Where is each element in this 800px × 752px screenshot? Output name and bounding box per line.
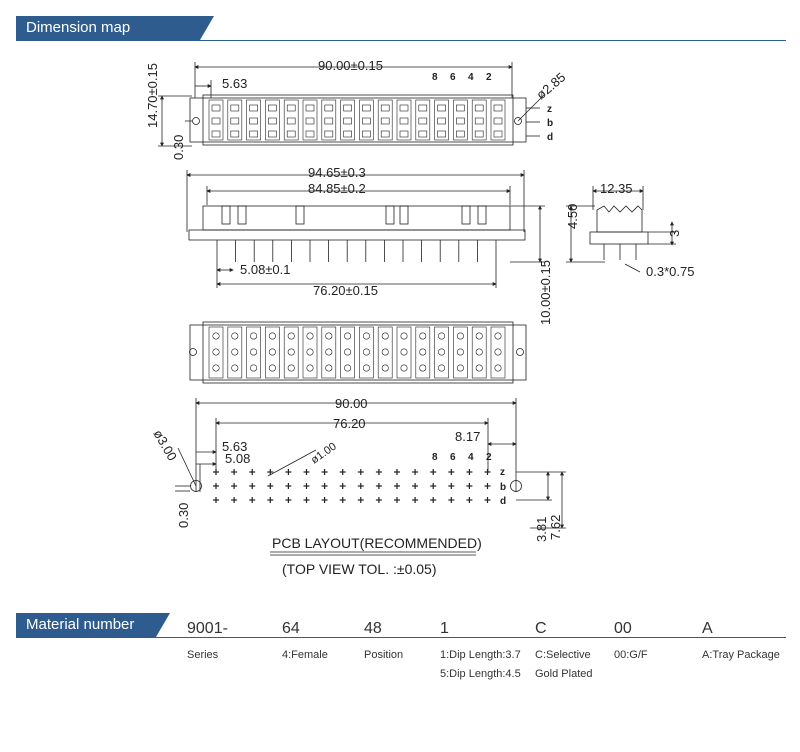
desc-gold-plated: Gold Plated bbox=[535, 668, 593, 680]
dimension-map-header: Dimension map bbox=[16, 16, 214, 40]
svg-text:4: 4 bbox=[468, 452, 474, 463]
dimension-drawing: 90.00±0.15 5.63 14.70±0.15 0.30 ø2.85 94… bbox=[145, 58, 694, 577]
top-view-pin-grid bbox=[208, 99, 506, 141]
code-gender: 64 bbox=[282, 620, 300, 637]
svg-text:d: d bbox=[547, 132, 553, 143]
dim-1000: 10.00±0.15 bbox=[538, 260, 553, 325]
svg-text:8: 8 bbox=[432, 452, 438, 463]
desc-series: Series bbox=[187, 649, 219, 661]
end-view-body bbox=[596, 205, 643, 233]
top-view-body bbox=[189, 97, 527, 143]
bottom-view-body bbox=[189, 324, 527, 381]
bottom-view-pin-grid bbox=[208, 326, 506, 379]
svg-text:b: b bbox=[500, 482, 506, 493]
desc-selective: C:Selective bbox=[535, 649, 591, 661]
desc-package: A:Tray Package bbox=[702, 649, 780, 661]
dim-3: 3 bbox=[667, 230, 682, 237]
dim-8485: 84.85±0.2 bbox=[308, 181, 366, 196]
pcb-mount-hole-right bbox=[510, 480, 522, 492]
dim-817: 8.17 bbox=[455, 429, 480, 444]
dim-030-pcb: 0.30 bbox=[176, 503, 191, 528]
dim-563-pcb: 5.63 bbox=[222, 439, 247, 454]
dim-508-01: 5.08±0.1 bbox=[240, 262, 291, 277]
dim-508: 5.08 bbox=[225, 451, 250, 466]
svg-text:6: 6 bbox=[450, 452, 456, 463]
dim-90: 90.00±0.15 bbox=[318, 58, 383, 73]
code-position: 48 bbox=[364, 620, 382, 637]
svg-text:2: 2 bbox=[486, 72, 492, 83]
dim-1470: 14.70±0.15 bbox=[145, 63, 160, 128]
pcb-title: PCB LAYOUT(RECOMMENDED) bbox=[272, 535, 482, 551]
pcb-hole-grid bbox=[213, 469, 491, 503]
desc-position: Position bbox=[364, 649, 404, 661]
dim-285: ø2.85 bbox=[533, 69, 568, 102]
dim-03-075: 0.3*0.75 bbox=[646, 264, 694, 279]
desc-dip2: 5:Dip Length:4.5 bbox=[440, 668, 521, 680]
dim-300: ø3.00 bbox=[150, 427, 180, 463]
svg-text:2: 2 bbox=[486, 452, 492, 463]
material-number-divider bbox=[16, 637, 786, 638]
dimension-map-divider bbox=[16, 40, 786, 41]
svg-text:6: 6 bbox=[450, 72, 456, 83]
dim-030: 0.30 bbox=[171, 135, 186, 160]
code-plating: C bbox=[535, 620, 547, 637]
dim-450: 4.50 bbox=[565, 204, 580, 229]
pcb-mount-hole-left bbox=[190, 480, 202, 492]
svg-text:z: z bbox=[547, 104, 552, 115]
svg-text:8: 8 bbox=[432, 72, 438, 83]
dim-563: 5.63 bbox=[222, 76, 247, 91]
dim-100: ø1.00 bbox=[309, 440, 339, 466]
desc-dip1: 1:Dip Length:3.7 bbox=[440, 649, 521, 661]
material-number-header: Material number bbox=[16, 613, 170, 637]
dim-762: 7.62 bbox=[548, 515, 563, 540]
dim-381: 3.81 bbox=[534, 517, 549, 542]
dim-7620-015: 76.20±0.15 bbox=[313, 283, 378, 298]
code-series: 9001- bbox=[187, 620, 228, 637]
dim-9000: 90.00 bbox=[335, 396, 368, 411]
pcb-subtitle: (TOP VIEW TOL. :±0.05) bbox=[282, 561, 436, 577]
side-view-pins bbox=[216, 240, 497, 262]
code-finish: 00 bbox=[614, 620, 632, 637]
mount-hole-left bbox=[192, 117, 200, 125]
dim-9465: 94.65±0.3 bbox=[308, 165, 366, 180]
code-package: A bbox=[702, 620, 713, 637]
desc-finish: 00:G/F bbox=[614, 649, 648, 661]
mount-hole-right bbox=[514, 117, 522, 125]
side-view-body bbox=[202, 205, 511, 231]
code-dip: 1 bbox=[440, 620, 449, 637]
svg-text:4: 4 bbox=[468, 72, 474, 83]
svg-text:z: z bbox=[500, 467, 505, 478]
dim-7620: 76.20 bbox=[333, 416, 366, 431]
dim-1235: 12.35 bbox=[600, 181, 633, 196]
svg-text:b: b bbox=[547, 118, 553, 129]
desc-female: 4:Female bbox=[282, 649, 328, 661]
svg-text:d: d bbox=[500, 496, 506, 507]
